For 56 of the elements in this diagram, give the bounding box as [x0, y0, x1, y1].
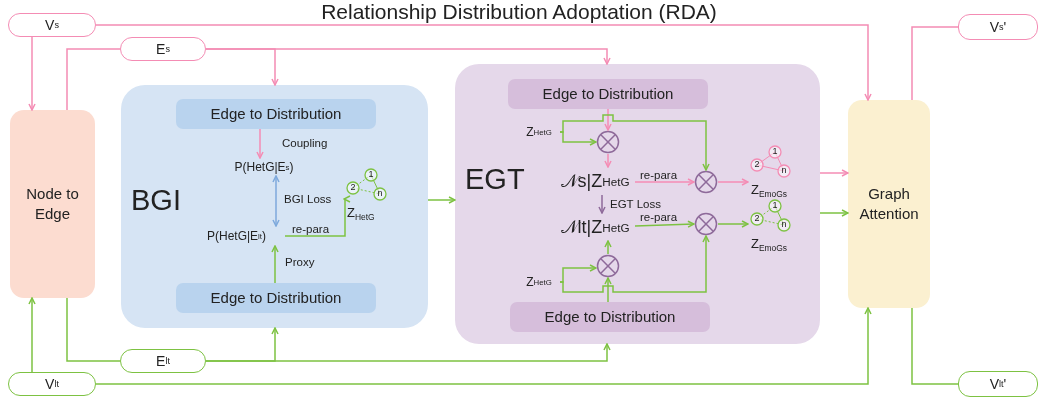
edge-label: re-para — [640, 211, 678, 224]
arrow — [272, 175, 280, 227]
arrow — [604, 108, 612, 131]
node-number: 1 — [771, 201, 779, 211]
arrow — [95, 307, 872, 385]
node-number: 2 — [753, 214, 761, 224]
node-number: 1 — [771, 147, 779, 157]
arrow — [256, 128, 264, 159]
arrow — [205, 48, 611, 65]
arrow — [604, 153, 612, 168]
edge-label: Proxy — [285, 256, 315, 269]
arrow — [28, 297, 36, 373]
edge-label: EGT Loss — [610, 198, 661, 211]
node-number: 2 — [753, 160, 761, 170]
arrow — [604, 277, 612, 303]
module-block: Node to Edge — [10, 110, 95, 298]
arrow — [427, 196, 456, 204]
graph-label: Z$_{EmoGs}$ — [751, 237, 788, 253]
process-box: Edge to Distribution — [176, 99, 376, 129]
arrow — [284, 195, 351, 237]
module-panel — [455, 64, 820, 344]
node-number: 1 — [367, 170, 375, 180]
arrow — [717, 178, 749, 186]
arrow — [598, 194, 606, 214]
arrow — [559, 131, 597, 146]
node-number: n — [376, 189, 384, 199]
arrow — [95, 24, 872, 101]
node-number: n — [780, 220, 788, 230]
arrow — [604, 240, 612, 255]
node-number: 2 — [349, 183, 357, 193]
arrow — [205, 343, 611, 362]
arrow — [819, 169, 849, 177]
arrow — [559, 235, 710, 293]
edge-label: Coupling — [282, 137, 328, 150]
arrow — [271, 245, 279, 284]
arrow — [559, 264, 597, 283]
module-block: Graph Attention — [848, 100, 930, 308]
arrow — [717, 220, 749, 228]
arrow — [819, 209, 849, 217]
module-title: EGT — [465, 164, 525, 196]
edge-label: re-para — [640, 169, 678, 182]
arrow — [634, 178, 695, 186]
graph-label: Z$_{EmoGs}$ — [751, 183, 788, 199]
process-box: Edge to Distribution — [176, 283, 376, 313]
diagram-title: Relationship Distribution Adoptation (RDA) — [320, 0, 718, 24]
module-title: BGI — [131, 185, 181, 217]
node-number: n — [780, 166, 788, 176]
module-panel — [121, 85, 428, 328]
edge-label: re-para — [292, 223, 330, 236]
arrow — [634, 220, 695, 228]
arrow — [28, 36, 36, 111]
process-box: Edge to Distribution — [510, 302, 710, 332]
arrow — [559, 114, 710, 171]
edge-label: BGI Loss — [284, 193, 332, 206]
process-box: Edge to Distribution — [508, 79, 708, 109]
graph-label: Z$_{HetG}$ — [347, 206, 375, 222]
